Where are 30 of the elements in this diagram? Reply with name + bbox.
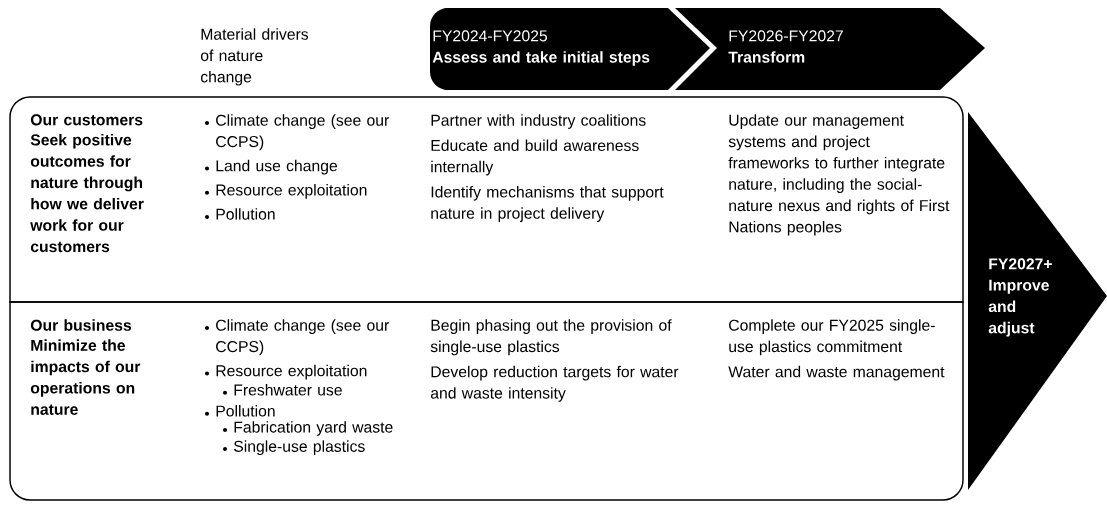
action-text: Complete our FY2025 single-use plastics commitment <box>729 319 935 356</box>
row-heading: Our business <box>30 319 132 331</box>
node-label: Assess and take initial steps <box>432 51 650 66</box>
table-row <box>9 96 964 303</box>
bullet-item: Climate change (see our CCPS) <box>205 114 389 151</box>
action-text: Develop reduction targets for water and waste intensity <box>430 365 679 402</box>
row-description: Minimize the impacts of our operations on nature <box>30 339 141 415</box>
action-text: Update our management systems and project frameworks to further integrate nature, including the social-nature nexus and rights of First Nations peoples <box>728 114 950 236</box>
phase-header: FY2024-FY2025 Assess and take initial steps <box>430 8 710 90</box>
sub-bullet-item: Fabrication yard waste <box>223 421 393 436</box>
sub-bullet-item: Freshwater use <box>223 384 342 396</box>
bullet-item: Land use change <box>205 159 337 175</box>
bullet-item: Climate change (see our CCPS) <box>205 319 389 356</box>
phase-header: FY2026-FY2027 Transform <box>675 8 985 90</box>
action-text: Educate and build awareness internally <box>431 139 639 176</box>
bullet-item: Pollution <box>205 208 275 220</box>
node-label: FY2024-FY2025 <box>433 30 548 42</box>
node-label: Transform <box>728 51 805 63</box>
action-text: Partner with industry coalitions <box>431 114 646 129</box>
row-heading: Our customers <box>30 114 143 126</box>
bullet-item: Pollution <box>205 405 275 417</box>
sub-bullet-item: Single-use plastics <box>223 440 365 455</box>
table-row <box>9 301 964 501</box>
node-label: FY2026-FY2027 <box>729 30 843 42</box>
action-text: Water and waste management <box>728 365 945 381</box>
bullet-item: Resource exploitation <box>205 184 367 199</box>
action-text: Identify mechanisms that support nature in project delivery <box>431 186 664 222</box>
action-text: Begin phasing out the provision of single-use plastics <box>430 319 672 356</box>
bullet-item: Resource exploitation <box>205 364 367 380</box>
row-description: Seek positive outcomes for nature through how we deliver work for our customers <box>30 133 144 253</box>
